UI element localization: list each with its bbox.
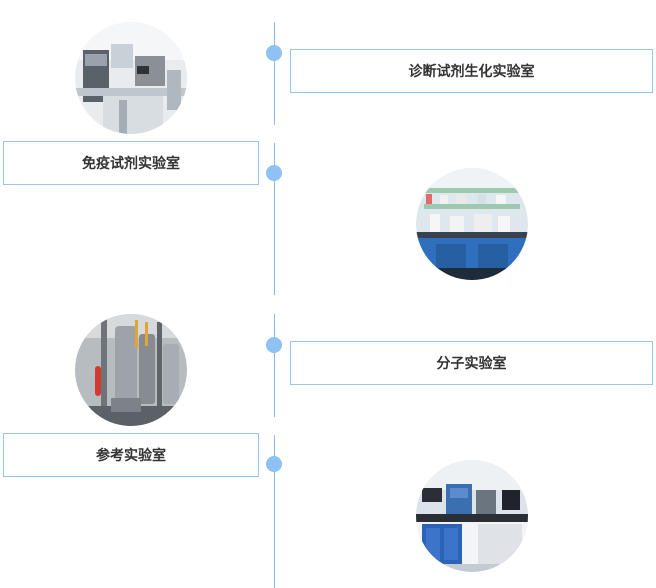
lab-label: 诊断试剂生化实验室	[290, 49, 653, 93]
lab-photo-icon	[75, 22, 187, 134]
lab-photo-icon	[75, 314, 187, 426]
timeline-line	[274, 435, 275, 588]
timeline-line	[274, 143, 275, 295]
lab-photo-icon	[416, 168, 528, 280]
timeline-line	[274, 314, 275, 417]
timeline-dot	[266, 45, 282, 61]
timeline-dot	[266, 165, 282, 181]
lab-label: 参考实验室	[3, 433, 259, 477]
lab-photo-icon	[416, 460, 528, 572]
lab-label: 分子实验室	[290, 341, 653, 385]
lab-label: 免疫试剂实验室	[3, 141, 259, 185]
timeline-line	[274, 22, 275, 125]
timeline-dot	[266, 337, 282, 353]
timeline-dot	[266, 456, 282, 472]
